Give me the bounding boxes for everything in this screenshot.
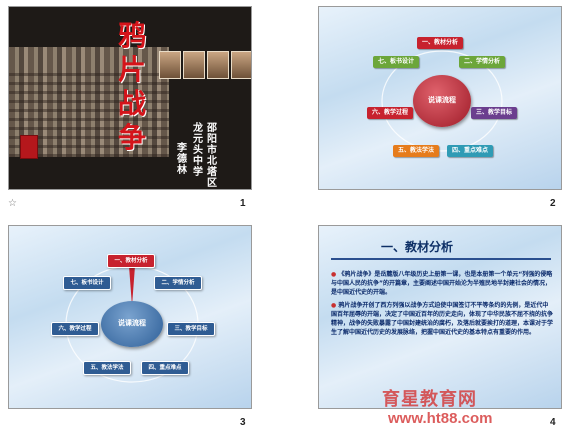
flow-connectors (381, 50, 503, 152)
node-4: 四、重点难点 (447, 145, 493, 157)
paragraph-2: 鸦片战争开创了西方列强以战争方式迫使中国签订不平等条约的先例，是近代中国百年屈辱… (331, 302, 554, 336)
slide-2-number: 2 (550, 198, 556, 209)
slide-3-thumbnail[interactable]: 一、教材分析 说课流程 二、学情分析 三、教学目标 四、重点难点 五、教法学法 … (8, 225, 252, 409)
center-circle: 说课流程 (413, 75, 471, 127)
watermark-title: 育星教育网 (382, 389, 477, 410)
node-1: 一、教材分析 (107, 254, 155, 268)
node-5: 五、教法学法 (83, 361, 131, 375)
portrait-photo-2 (183, 51, 205, 79)
paragraph-1: 《鸦片战争》是岳麓版八年级历史上册第一课，也是本册第一个单元“列强的侵略与中国人… (331, 271, 553, 296)
node-5: 五、教法学法 (393, 145, 439, 157)
node-1: 一、教材分析 (417, 37, 463, 49)
slide-4-number: 4 (550, 417, 556, 428)
node-2: 二、学情分析 (154, 276, 202, 290)
node-4: 四、重点难点 (141, 361, 189, 375)
author-name: 李德林 (177, 143, 187, 176)
node-3: 三、教学目标 (167, 322, 215, 336)
node-6: 六、教学过程 (51, 322, 99, 336)
slide-4-thumbnail[interactable]: 一、教材分析 ● 《鸦片战争》是岳麓版八年级历史上册第一课，也是本册第一个单元“… (318, 225, 562, 409)
red-seal-stamp (20, 135, 38, 159)
slide-1-star-icon[interactable]: ☆ (8, 198, 17, 209)
watermark-url: www.ht88.com (388, 410, 493, 427)
node-2: 二、学情分析 (459, 56, 505, 68)
node-7: 七、板书设计 (63, 276, 111, 290)
node-7: 七、板书设计 (373, 56, 419, 68)
portrait-photo-4 (231, 51, 251, 79)
slide-1-thumbnail[interactable]: 鸦片战争 邵阳市北塔区 龙元头中学 李德林 (8, 6, 252, 190)
portrait-photo-1 (159, 51, 181, 79)
slide-2-thumbnail[interactable]: 说课流程 一、教材分析 二、学情分析 三、教学目标 四、重点难点 五、教法学法 … (318, 6, 562, 190)
center-circle: 说课流程 (101, 301, 163, 347)
school-name: 邵阳市北塔区 (207, 123, 217, 189)
school-name-line2: 龙元头中学 (193, 123, 203, 178)
slide-3-number: 3 (240, 417, 246, 428)
portrait-photo-3 (207, 51, 229, 79)
node-6: 六、教学过程 (367, 107, 413, 119)
slide-1-number: 1 (240, 198, 246, 209)
heading-underline (331, 258, 551, 260)
node-3: 三、教学目标 (471, 107, 517, 119)
slide-4-heading: 一、教材分析 (381, 240, 454, 254)
slide-1-title: 鸦片战争 (117, 19, 146, 154)
slide-4-body: ● 《鸦片战争》是岳麓版八年级历史上册第一课，也是本册第一个单元“列强的侵略与中… (331, 271, 554, 336)
